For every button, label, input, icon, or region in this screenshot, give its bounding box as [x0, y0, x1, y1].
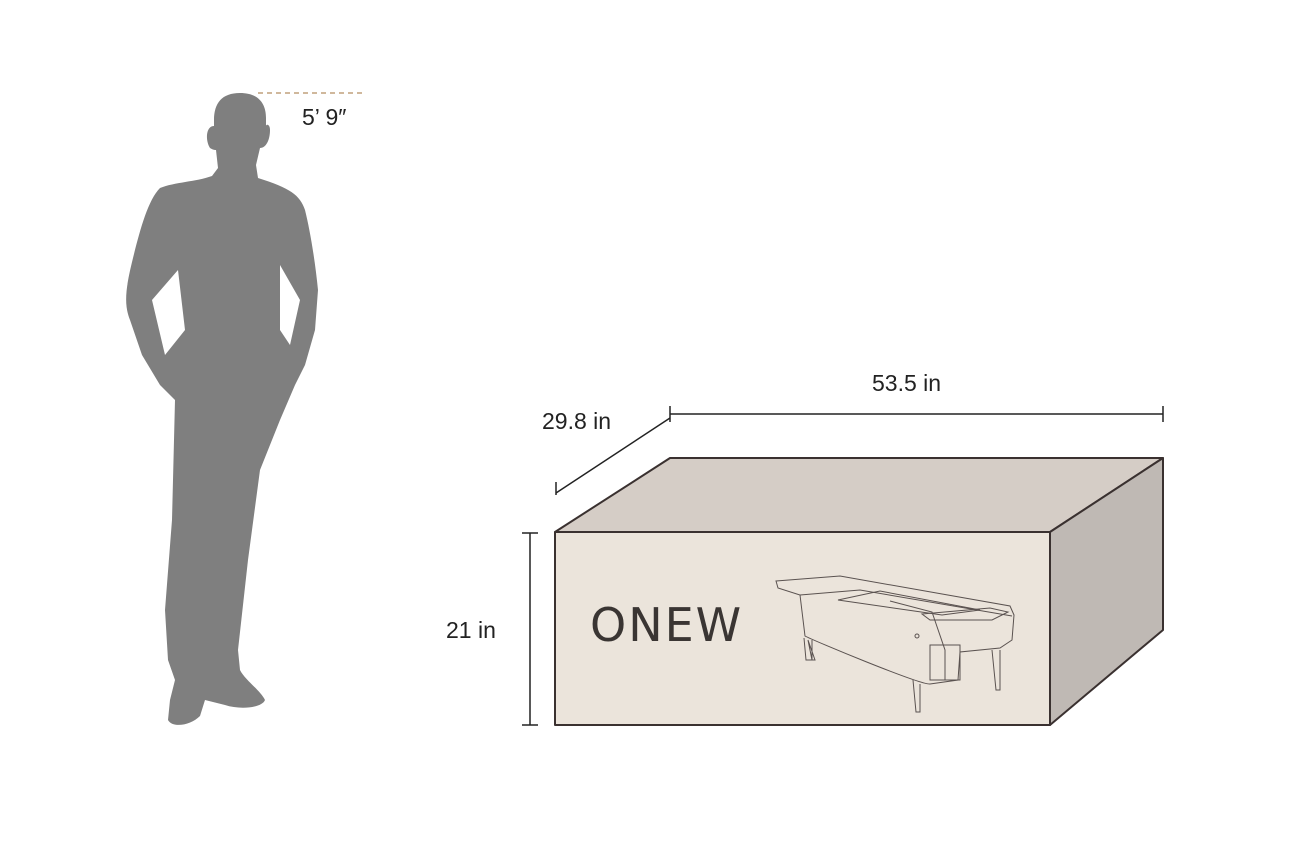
box-front-face: [554, 531, 1051, 726]
box-height-label: 21 in: [446, 617, 496, 643]
person-height-label: 5’ 9″: [302, 104, 347, 130]
box: [554, 457, 1164, 726]
box-depth-label: 29.8 in: [542, 408, 612, 434]
product-illustration: [775, 575, 1015, 713]
person-silhouette: [126, 93, 319, 725]
depth-dimension-line: [555, 417, 671, 494]
dimension-lines: [522, 406, 1164, 726]
box-width-label: 53.5 in: [872, 370, 942, 396]
brand-logo: ONEW: [590, 598, 744, 652]
